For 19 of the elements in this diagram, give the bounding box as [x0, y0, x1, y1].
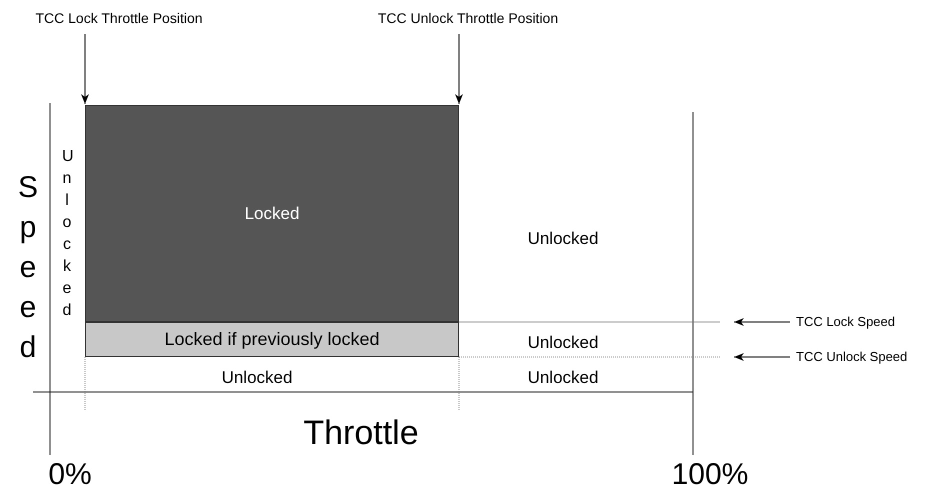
arrow [455, 34, 463, 104]
conditional-region: Locked if previously locked [85, 322, 459, 357]
tick-label: 100% [670, 457, 750, 488]
axis-title: Speed [16, 170, 39, 366]
arrow [734, 353, 790, 361]
region-label: Unlocked [526, 228, 600, 250]
arrow [81, 34, 89, 104]
tick-label: 0% [47, 457, 93, 488]
annotation-text: TCC Unlock Speed [796, 347, 944, 367]
locked-region: Locked [85, 105, 459, 322]
region-label: Unlocked [62, 147, 72, 321]
arrow [734, 318, 790, 326]
annotation-text: TCC Lock Throttle Position [4, 8, 234, 32]
annotation-text: TCC Lock Speed [796, 312, 936, 332]
region-label: Unlocked [526, 332, 600, 354]
region-label: Unlocked [220, 367, 294, 389]
axis-title: Throttle [302, 413, 420, 454]
region-label: Unlocked [526, 367, 600, 389]
annotation-text: TCC Unlock Throttle Position [350, 8, 586, 32]
